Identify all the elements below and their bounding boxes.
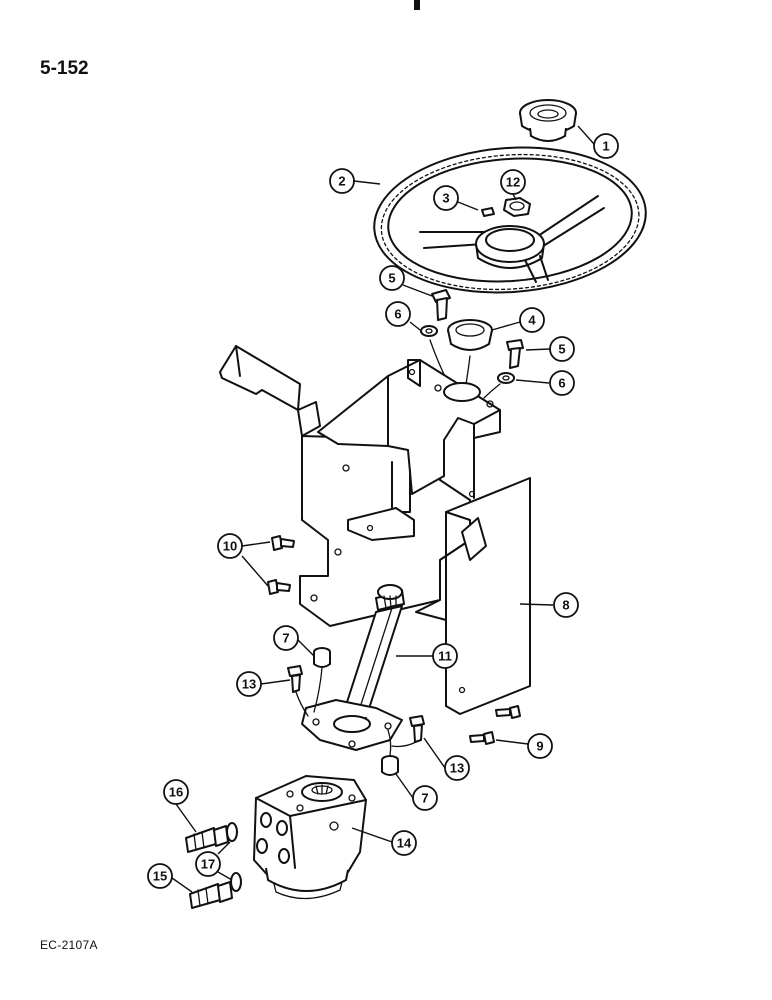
callout-15-label: 15	[153, 869, 167, 884]
callout-6-upper-label: 6	[394, 307, 401, 322]
callout-11: 11	[432, 643, 458, 669]
callout-1-label: 1	[602, 139, 609, 154]
steering-wheel	[373, 146, 647, 294]
figure-code: EC-2107A	[40, 938, 98, 952]
page-number: 5-152	[40, 58, 89, 79]
side-bolt-lower	[469, 731, 495, 745]
callout-4: 4	[519, 307, 545, 333]
callout-9: 9	[527, 733, 553, 759]
steering-wheel-nut	[503, 197, 531, 217]
callout-7-upper: 7	[273, 625, 299, 651]
callout-13-right: 13	[444, 755, 470, 781]
callout-10: 10	[217, 533, 243, 559]
bolt-upper-right	[506, 339, 524, 369]
callout-5-lower: 5	[549, 336, 575, 362]
callout-14: 14	[391, 830, 417, 856]
spacer-lower	[381, 755, 399, 776]
callout-13-left: 13	[236, 671, 262, 697]
callout-16-label: 16	[169, 785, 183, 800]
callout-10-label: 10	[223, 539, 237, 554]
callout-2-label: 2	[338, 174, 345, 189]
callout-12: 12	[500, 169, 526, 195]
steering-column-bush	[447, 319, 493, 351]
washer-upper-left	[420, 325, 438, 337]
steering-support-bracket	[219, 345, 531, 715]
leader-lines	[171, 125, 595, 893]
callout-13-right-label: 13	[450, 761, 464, 776]
callout-6-upper: 6	[385, 301, 411, 327]
callout-2: 2	[329, 168, 355, 194]
spacer-upper	[313, 647, 331, 668]
callout-15: 15	[147, 863, 173, 889]
callout-8-label: 8	[562, 598, 569, 613]
o-ring-upper	[226, 822, 238, 842]
callout-11-label: 11	[438, 649, 452, 664]
callout-6-lower-label: 6	[558, 376, 565, 391]
callout-3-label: 3	[442, 191, 449, 206]
callout-14-label: 14	[397, 836, 412, 851]
callout-7-lower: 7	[412, 785, 438, 811]
callout-6-lower: 6	[549, 370, 575, 396]
panel-bolt-lower	[267, 579, 291, 595]
hydraulic-fitting-upper	[185, 825, 229, 853]
column-bolt-right	[409, 715, 425, 743]
callout-16: 16	[163, 779, 189, 805]
horn-cap	[519, 99, 577, 142]
callout-12-label: 12	[506, 175, 520, 190]
callout-9-label: 9	[536, 739, 543, 754]
washer-upper-right	[497, 372, 515, 384]
column-bolt-left	[287, 665, 303, 693]
callout-5-upper-label: 5	[388, 271, 395, 286]
bolt-upper-left	[431, 289, 451, 321]
callout-1: 1	[593, 133, 619, 159]
callout-3: 3	[433, 185, 459, 211]
panel-bolt-upper	[271, 535, 295, 551]
top-edge-mark	[414, 0, 420, 10]
callout-4-label: 4	[528, 313, 536, 328]
callout-13-left-label: 13	[242, 677, 256, 692]
callout-7-lower-label: 7	[421, 791, 428, 806]
steering-control-unit	[253, 775, 367, 900]
callout-5-upper: 5	[379, 265, 405, 291]
woodruff-key	[481, 207, 495, 217]
side-bolt-upper	[495, 705, 521, 719]
callout-5-lower-label: 5	[558, 342, 565, 357]
steering-column	[301, 584, 405, 751]
callout-7-upper-label: 7	[282, 631, 289, 646]
o-ring-lower	[230, 872, 242, 892]
hydraulic-fitting-lower	[189, 881, 233, 909]
callout-17-label: 17	[201, 857, 215, 872]
callout-8: 8	[553, 592, 579, 618]
callout-17: 17	[195, 851, 221, 877]
